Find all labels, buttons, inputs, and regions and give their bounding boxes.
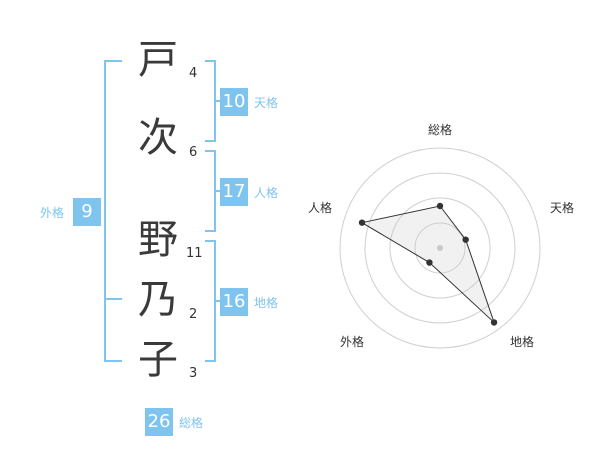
- tenkaku-connector: [216, 100, 222, 102]
- name-char-2: 次: [138, 115, 178, 161]
- stroke-count-4: 2: [189, 307, 198, 322]
- jinkaku-value: 17: [220, 178, 248, 206]
- chikaku-value: 16: [220, 288, 248, 316]
- gaikaku-bracket-divider: [104, 298, 122, 300]
- radar-axis-label-soukaku: 総格: [428, 123, 453, 137]
- tenkaku-value: 10: [220, 88, 248, 116]
- name-char-1: 戸: [138, 37, 178, 83]
- radar-ring: [339, 147, 541, 349]
- name-char-4: 乃: [138, 277, 178, 323]
- jinkaku-bracket: [205, 150, 216, 232]
- radar-axis-label-tenkaku: 天格: [550, 201, 575, 215]
- chikaku-label: 地格: [254, 296, 279, 310]
- stroke-count-3: 11: [186, 246, 203, 261]
- radar-point-2: [462, 236, 469, 243]
- chikaku-bracket: [205, 240, 216, 362]
- soukaku-value: 26: [145, 408, 173, 436]
- radar-point-4: [426, 259, 433, 266]
- stroke-count-5: 3: [189, 366, 198, 381]
- radar-axis-label-gaikaku: 外格: [340, 335, 365, 349]
- gaikaku-value: 9: [73, 198, 101, 226]
- name-char-3: 野: [138, 217, 178, 263]
- radar-point-3: [490, 319, 498, 326]
- radar-ring: [389, 197, 491, 299]
- name-char-5: 子: [138, 337, 178, 383]
- jinkaku-label: 人格: [254, 186, 279, 200]
- radar-point-5: [358, 219, 366, 226]
- jinkaku-connector: [216, 190, 222, 192]
- radar-polygon: [360, 205, 495, 323]
- tenkaku-bracket: [205, 60, 216, 142]
- radar-axis-label-chikaku: 地格: [510, 335, 535, 349]
- radar-ring: [364, 172, 516, 324]
- soukaku-label: 総格: [179, 416, 204, 430]
- radar-axis-label-jinkaku: 人格: [308, 201, 333, 215]
- radar-point-1: [436, 202, 444, 210]
- tenkaku-label: 天格: [254, 96, 279, 110]
- radar-center-dot: [437, 245, 443, 251]
- stroke-count-2: 6: [189, 145, 198, 160]
- gaikaku-label: 外格: [40, 206, 65, 220]
- chikaku-connector: [216, 300, 222, 302]
- stroke-count-1: 4: [189, 66, 198, 81]
- gaikaku-bracket: [104, 60, 122, 362]
